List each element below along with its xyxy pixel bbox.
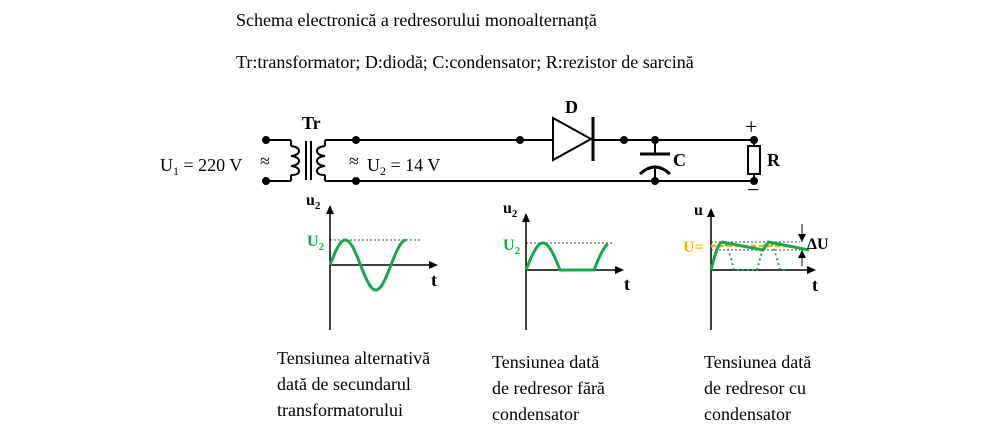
input-voltage-label: U1 = 220 V [160,155,242,178]
ripple-wave [709,240,810,271]
caption-line: condensator [704,404,791,424]
junction-dot [651,177,659,185]
resistor-label: R [767,150,781,170]
caption-line: de redresor cu [704,378,806,398]
caption-line: condensator [492,404,579,424]
y-axis-arrow [326,205,334,214]
caption-line: Tensiunea dată [704,352,812,372]
y-axis-label: u2 [306,192,321,212]
y-axis-arrow [522,213,530,222]
dc-level-label: U= [683,239,704,256]
caption-line: Tensiunea dată [492,352,600,372]
y-axis-label: u2 [503,200,518,220]
caption-line: dată de secundarul [277,374,411,394]
peak-level-label: U2 [503,237,521,257]
diode-label: D [565,97,578,117]
x-axis-label: t [624,274,630,294]
resistor-body [747,145,761,175]
x-axis-arrow [615,266,624,274]
circuit-nodes [262,136,758,185]
graph-ac-secondary: u2 t U2 [306,192,438,330]
ac-sine-wave [328,238,407,292]
caption-no-capacitor: Tensiunea dată de redresor fără condensa… [492,349,605,427]
caption-line: transformatorului [277,400,403,420]
caption-line: Tensiunea alternativă [277,348,431,368]
ripple-arrow-bottom [798,250,806,258]
plus-terminal-label: + [745,114,757,139]
terminal-dot [352,177,360,185]
junction-dot [651,136,659,144]
output-ac-symbol: ≈ [349,151,359,171]
terminal-dot [262,177,270,185]
graph-rectified-no-capacitor: u2 t U2 [503,200,630,330]
primary-coil [290,145,301,176]
input-ac-symbol: ≈ [260,151,270,171]
ripple-arrow-top [798,234,806,242]
junction-dot [620,136,628,144]
x-axis-label: t [431,270,437,290]
y-axis-label: u [694,202,703,219]
capacitor-label: C [673,150,686,170]
output-voltage-label: U2 = 14 V [367,155,440,178]
junction-dot [516,136,524,144]
x-axis-label: t [812,275,818,295]
diagram-title: Schema electronică a redresorului monoal… [236,10,597,30]
terminal-dot [750,177,758,185]
graph-rectified-with-capacitor: u t U= ΔU [683,202,829,330]
caption-line: de redresor fără [492,378,605,398]
caption-with-capacitor: Tensiunea dată de redresor cu condensato… [704,349,811,427]
x-axis-arrow [429,261,438,269]
secondary-coil [315,145,326,176]
terminal-dot [750,136,758,144]
components-legend: Tr:transformator; D:diodă; C:condensator… [236,52,694,72]
caption-ac-secondary: Tensiunea alternativă dată de secundarul… [277,345,430,423]
ripple-label: ΔU [807,236,829,253]
terminal-dot [352,136,360,144]
terminal-dot [262,136,270,144]
minus-terminal-label: − [747,177,759,202]
x-axis-arrow [807,266,816,274]
diode-triangle [552,116,594,162]
transformer-label: Tr [302,113,321,133]
y-axis-arrow [707,208,715,217]
half-wave-rectified [524,241,609,272]
peak-level-label: U2 [307,233,325,253]
